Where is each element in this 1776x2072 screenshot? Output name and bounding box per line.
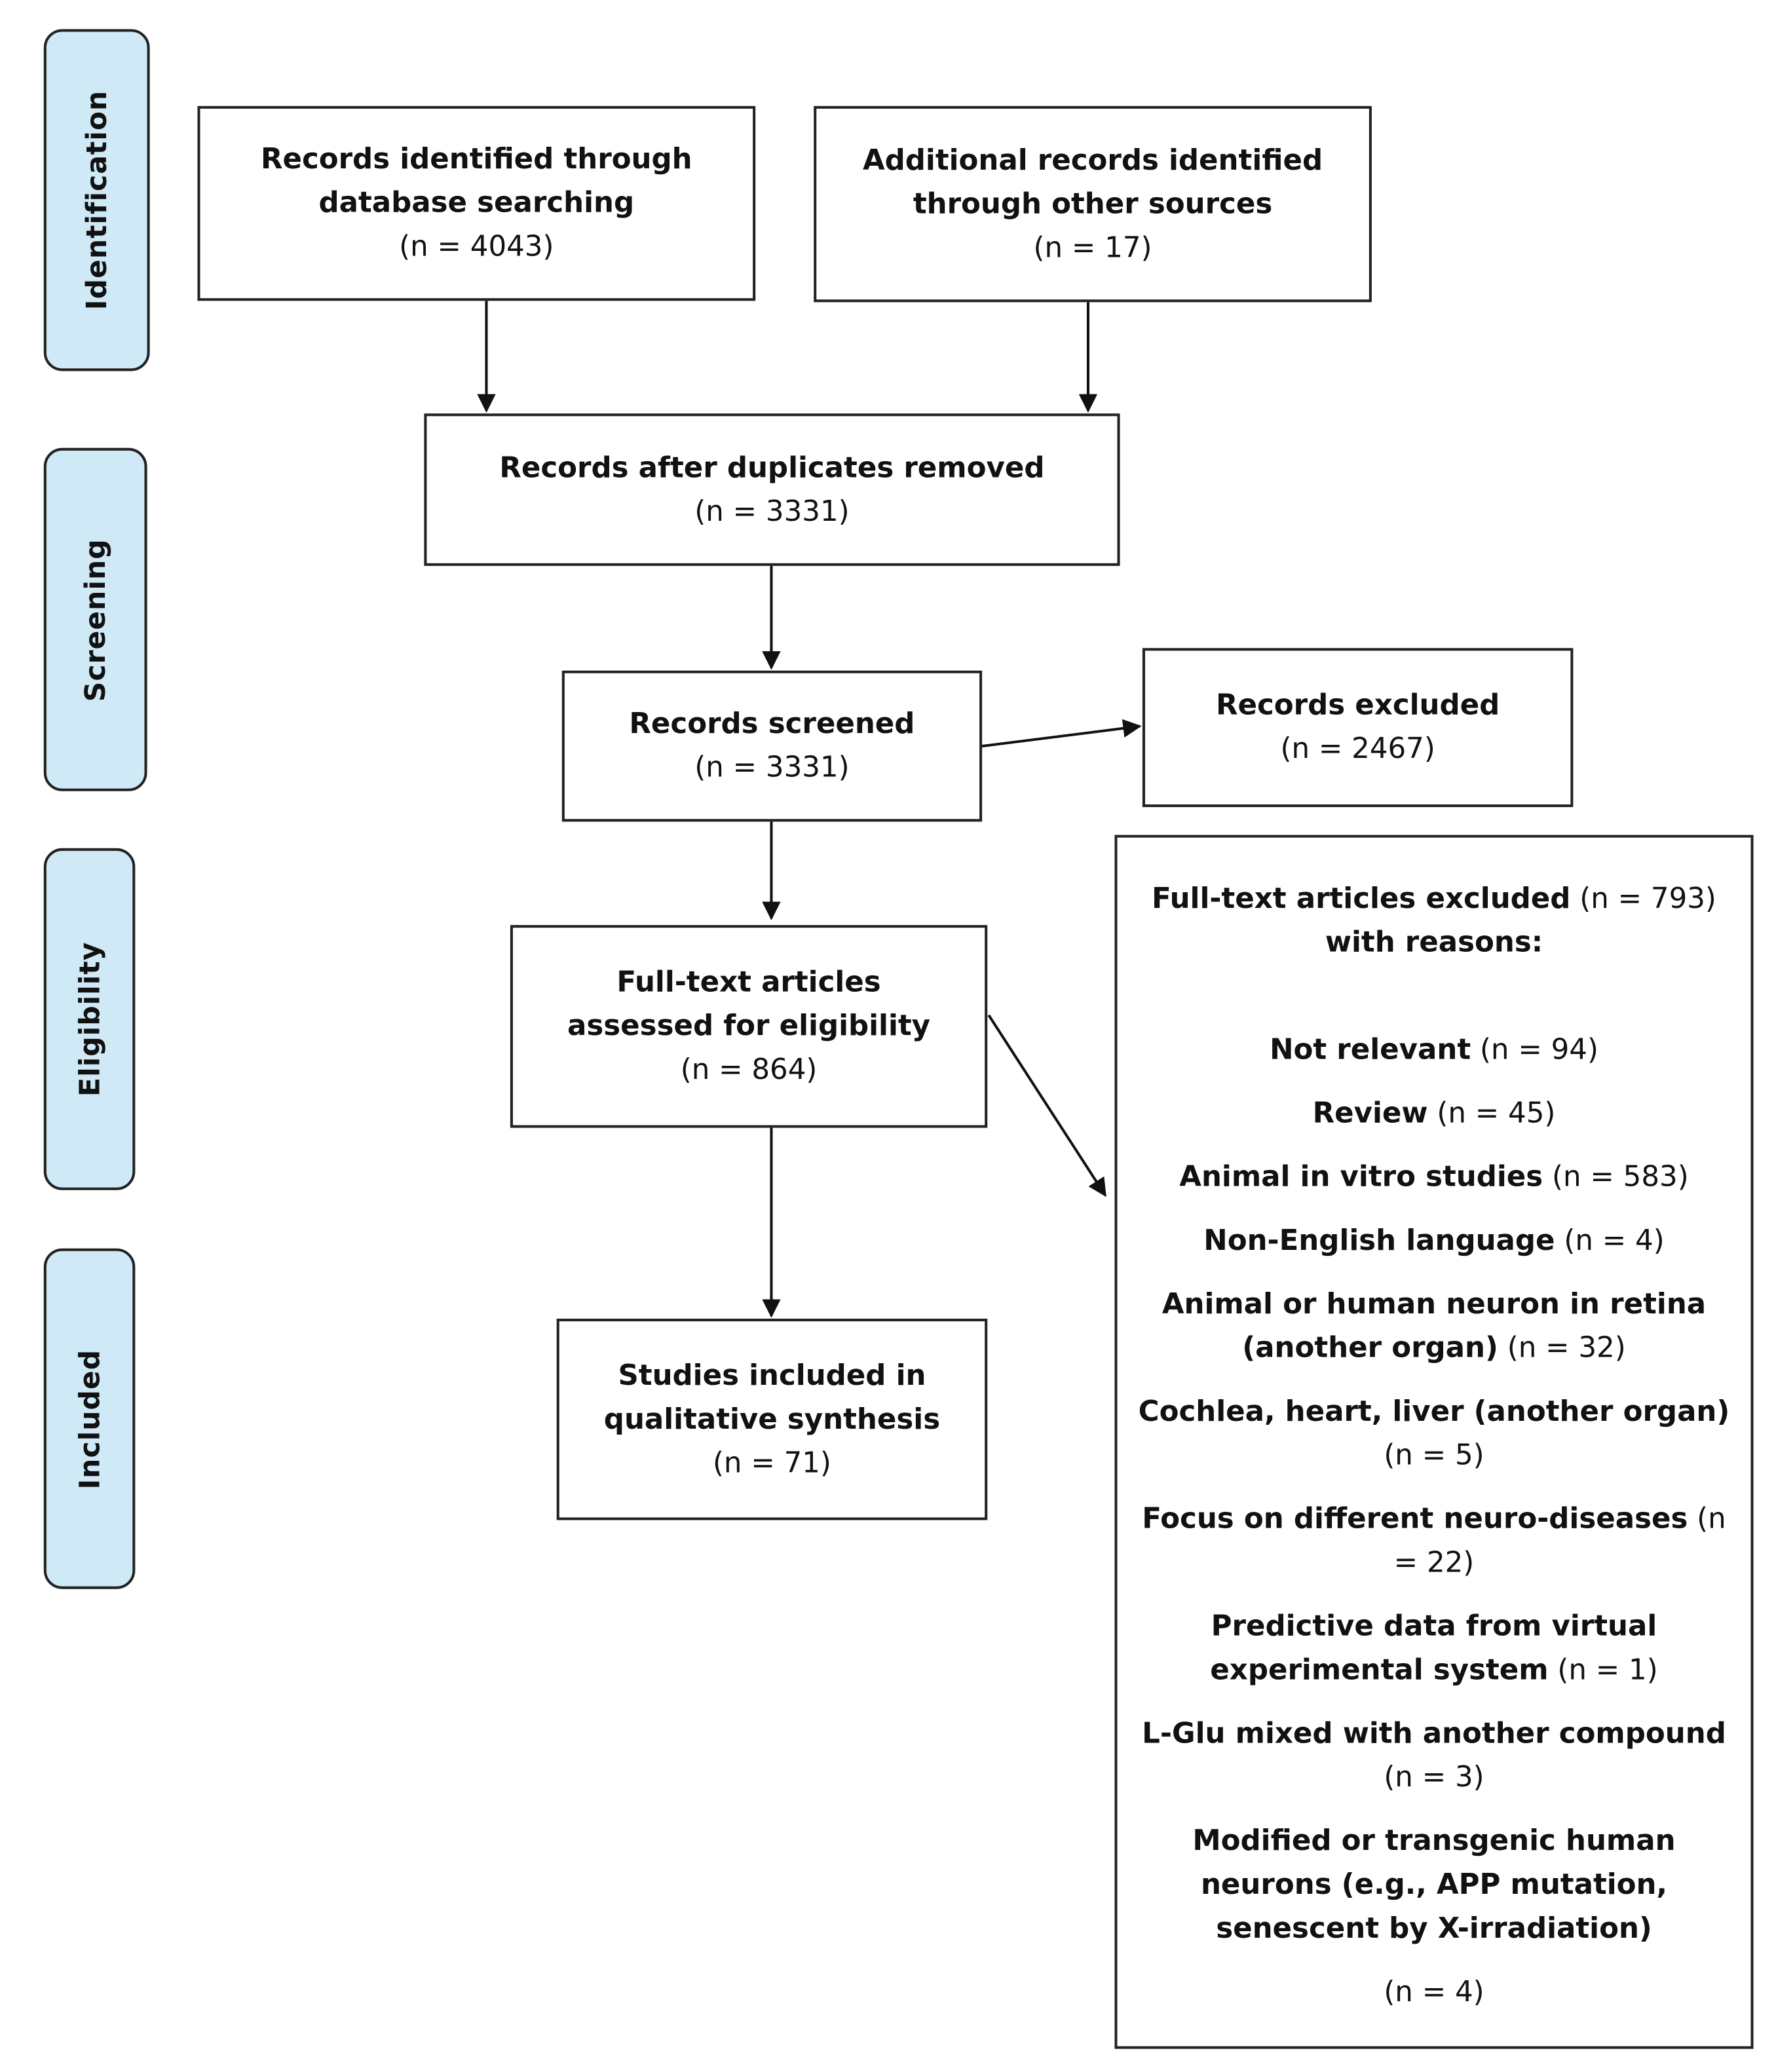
box-deduplicated: Records after duplicates removed (n = 33… [424, 413, 1120, 566]
heading-text: Full-text articles excluded [1152, 882, 1571, 916]
reason-label: Review [1312, 1097, 1428, 1131]
box-screened: Records screened (n = 3331) [561, 670, 983, 822]
reason-label: Focus on different neuro-diseases [1142, 1503, 1688, 1536]
box-fulltext-excluded: Full-text articles excluded (n = 793) wi… [1114, 835, 1754, 2049]
box-studies-included: Studies included in qualitative synthesi… [556, 1318, 988, 1520]
box-database-records: Records identified through database sear… [197, 105, 756, 301]
exclusion-reason: Modified or transgenic human neurons (e.… [1117, 1820, 1750, 1951]
exclusion-reason: Focus on different neuro-diseases (n = 2… [1117, 1497, 1750, 1585]
reason-count: (n = 3) [1384, 1761, 1484, 1795]
reason-label: Animal in vitro studies [1179, 1161, 1543, 1194]
reason-label: Not relevant [1270, 1034, 1471, 1067]
exclusion-reason: Animal or human neuron in retina (anothe… [1117, 1283, 1750, 1370]
reason-count: (n = 94) [1471, 1034, 1598, 1067]
heading-tail: with reasons: [1325, 926, 1543, 960]
box-title: assessed for eligibility [567, 1009, 931, 1044]
reason-count: (n = 32) [1498, 1332, 1626, 1365]
box-title: Records identified through [260, 143, 692, 177]
reason-label: Predictive data from virtual experimenta… [1210, 1610, 1657, 1687]
reason-count: (n = 5) [1384, 1439, 1484, 1473]
box-count: (n = 17) [1033, 231, 1152, 265]
box-other-sources: Additional records identified through ot… [814, 105, 1372, 303]
box-count: (n = 3331) [694, 495, 850, 529]
reason-count: (n = 45) [1427, 1097, 1556, 1131]
box-title: through other sources [913, 187, 1273, 221]
reason-list: Not relevant (n = 94) Review (n = 45) Anim… [1117, 1028, 1750, 1970]
reason-count: (n = 1) [1548, 1653, 1658, 1687]
box-count: (n = 864) [680, 1053, 818, 1087]
phase-identification: Identification [43, 29, 150, 371]
heading-count: (n = 793) [1570, 882, 1716, 916]
box-title: database searching [318, 187, 635, 220]
exclusion-reason: Predictive data from virtual experimenta… [1117, 1605, 1750, 1693]
box-count: (n = 2467) [1280, 732, 1435, 766]
reason-label: Modified or transgenic human neurons (e.… [1192, 1824, 1676, 1946]
reason-count: (n = 583) [1543, 1161, 1689, 1194]
box-count: (n = 71) [712, 1446, 831, 1480]
box-title: Additional records identified [862, 143, 1323, 178]
reason-label: Cochlea, heart, liver (another organ) [1138, 1395, 1730, 1429]
exclusion-heading: Full-text articles excluded (n = 793) wi… [1117, 877, 1750, 965]
reason-count: (n = 4) [1555, 1224, 1665, 1258]
phase-eligibility: Eligibility [43, 848, 136, 1190]
arrow-screened-to-excluded [981, 719, 1142, 748]
reason-label: L-Glu mixed with another compound [1142, 1717, 1726, 1751]
reason-count: (n = 22) [1393, 1503, 1726, 1580]
phase-screening: Screening [43, 447, 147, 791]
box-title: qualitative synthesis [603, 1403, 941, 1437]
reason-final-count: (n = 4) [1384, 1976, 1484, 2010]
reason-label: Non-English language [1203, 1224, 1555, 1258]
exclusion-reason: Cochlea, heart, liver (another organ) (n… [1117, 1390, 1750, 1478]
box-records-excluded: Records excluded (n = 2467) [1142, 648, 1574, 808]
box-title: Full-text articles [616, 966, 881, 1000]
box-title: Studies included in [618, 1359, 926, 1393]
exclusion-reason: Review (n = 45) [1117, 1092, 1750, 1136]
arrow-fulltext-to-excluded [987, 1014, 1106, 1197]
box-count: (n = 3331) [694, 751, 850, 785]
box-count: (n = 4043) [399, 231, 554, 264]
exclusion-reason: L-Glu mixed with another compound (n = 3… [1117, 1712, 1750, 1800]
exclusion-reason: Animal in vitro studies (n = 583) [1117, 1156, 1750, 1199]
box-title: Records after duplicates removed [499, 451, 1045, 485]
reason-label: Animal or human neuron in retina (anothe… [1162, 1288, 1707, 1365]
box-title: Records screened [629, 707, 915, 741]
phase-included: Included [43, 1248, 136, 1589]
exclusion-reason: Not relevant (n = 94) [1117, 1028, 1750, 1072]
exclusion-reason: Non-English language (n = 4) [1117, 1219, 1750, 1263]
box-title: Records excluded [1216, 689, 1500, 723]
box-fulltext-assessed: Full-text articles assessed for eligibil… [510, 925, 988, 1128]
